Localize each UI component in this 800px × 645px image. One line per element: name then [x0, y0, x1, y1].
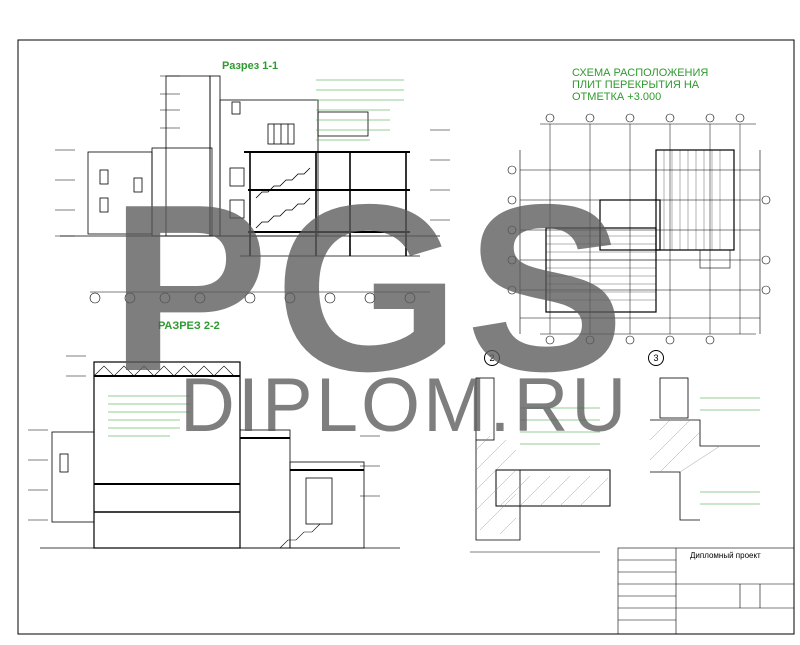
- node-3-marker: 3: [648, 350, 664, 366]
- node-2-detail: [470, 377, 611, 553]
- floor-plan-drawing: [507, 113, 771, 345]
- title-block-frame: [617, 547, 795, 635]
- section-1-1-drawing: [55, 75, 450, 304]
- watermark-diplom-ru: DIPLOM.RU: [180, 363, 630, 448]
- plan-title-line-1: СХЕМА РАСПОЛОЖЕНИЯ: [572, 67, 709, 79]
- plan-title-line-2: ПЛИТ ПЕРЕКРЫТИЯ НА: [572, 79, 700, 91]
- section-2-2-title: РАЗРЕЗ 2-2: [158, 320, 220, 332]
- sheet-frame: [17, 39, 795, 635]
- section-2-2-drawing: [28, 355, 400, 549]
- node-3-detail: [649, 377, 760, 521]
- watermark-pgs: PGS: [110, 156, 631, 421]
- plan-title-line-3: ОТМЕТКА +3.000: [572, 91, 662, 103]
- node-2-marker: 2: [484, 350, 500, 366]
- section-1-1-title: Разрез 1-1: [222, 60, 279, 72]
- title-block-project-title: Дипломный проект: [690, 551, 761, 560]
